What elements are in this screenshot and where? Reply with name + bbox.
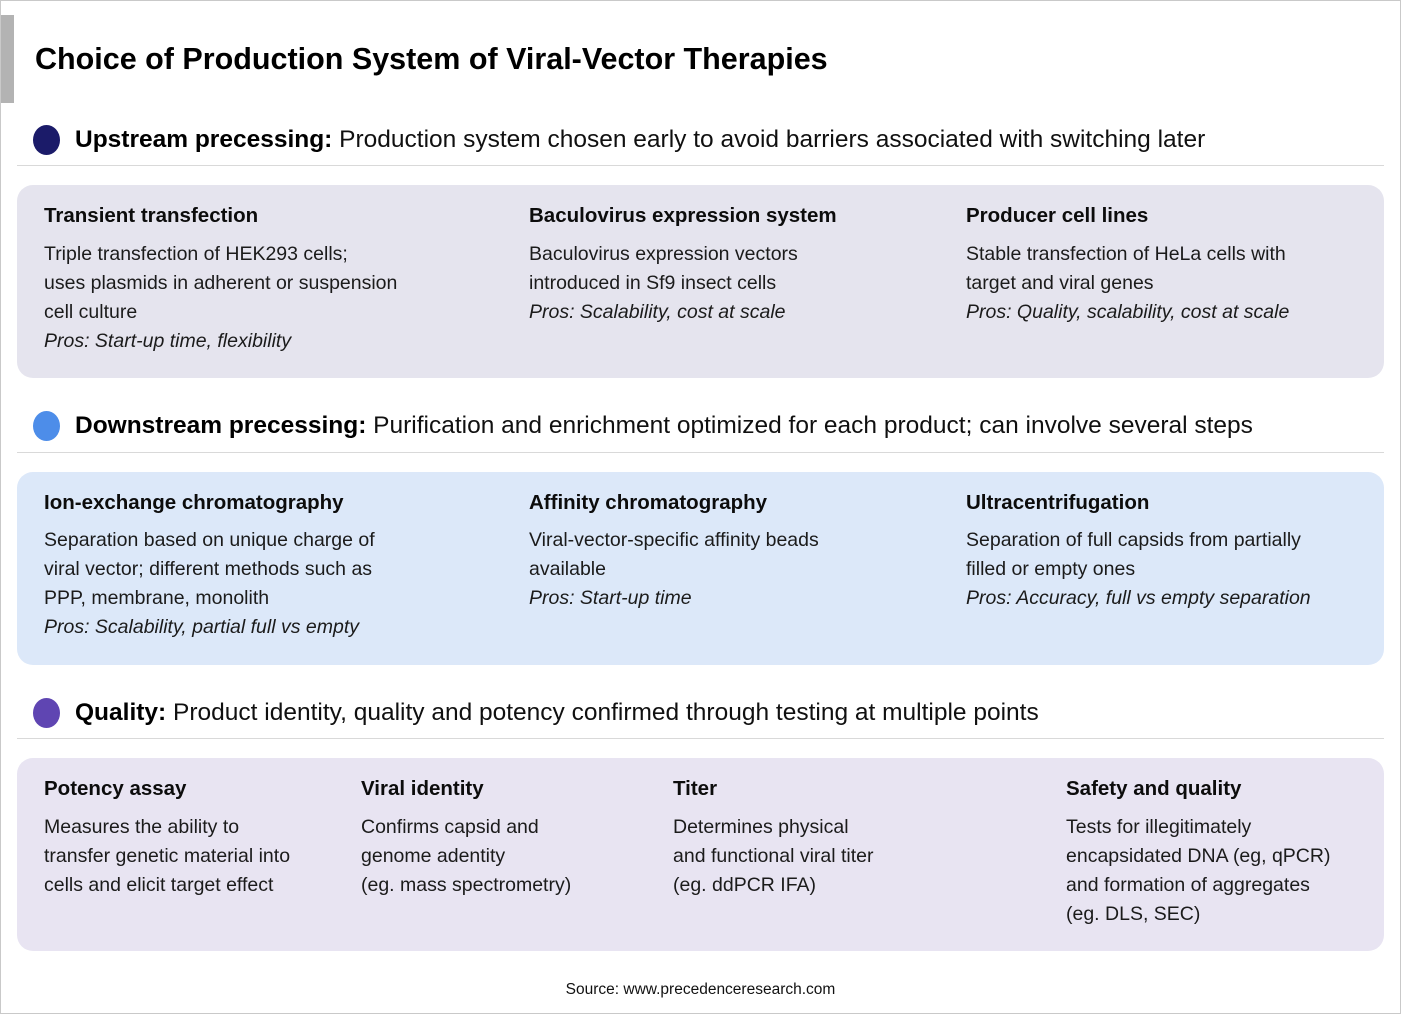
card-body: Separation based on unique charge of vir… [44, 529, 375, 610]
section-title-upstream: Upstream precessing: Production system c… [75, 125, 1205, 156]
card-body: Tests for illegitimately encapsidated DN… [1066, 815, 1331, 925]
section-title-bold: Quality: [75, 698, 167, 726]
card-body: Baculovirus expression vectors introduce… [529, 242, 798, 294]
section-title-rest: Purification and enrichment optimized fo… [366, 412, 1253, 440]
card-body: Measures the ability to transfer genetic… [44, 815, 291, 896]
section-downstream: Downstream precessing: Purification and … [1, 411, 1400, 665]
card-pros: Pros: Scalability, partial full vs empty [44, 616, 359, 639]
section-title-downstream: Downstream precessing: Purification and … [75, 411, 1253, 442]
card-transient-transfection: Transient transfection Triple transfecti… [44, 203, 529, 356]
card-pros: Pros: Accuracy, full vs empty separation [966, 587, 1311, 610]
card-pros: Pros: Start-up time, flexibility [44, 330, 292, 352]
card-title: Potency assay [44, 777, 187, 801]
section-title-bold: Upstream precessing: [75, 125, 333, 153]
card-viral-identity: Viral identity Confirms capsid and genom… [361, 776, 673, 929]
section-title-quality: Quality: Product identity, quality and p… [75, 698, 1039, 729]
card-body: Triple transfection of HEK293 cells; use… [44, 242, 398, 323]
quality-panel: Potency assay Measures the ability to tr… [17, 758, 1384, 951]
card-pros: Pros: Scalability, cost at scale [529, 300, 786, 323]
card-pros: Pros: Quality, scalability, cost at scal… [966, 300, 1290, 323]
section-header-downstream: Downstream precessing: Purification and … [33, 411, 1368, 442]
card-titer: Titer Determines physical and functional… [673, 776, 1066, 929]
section-title-bold: Downstream precessing: [75, 412, 367, 440]
upstream-panel: Transient transfection Triple transfecti… [17, 185, 1384, 379]
section-header-upstream: Upstream precessing: Production system c… [33, 124, 1368, 156]
card-title: Ultracentrifugation [966, 490, 1150, 514]
section-header-quality: Quality: Product identity, quality and p… [33, 697, 1368, 729]
section-divider [17, 451, 1384, 453]
downstream-panel: Ion-exchange chromatography Separation b… [17, 471, 1384, 665]
section-upstream: Upstream precessing: Production system c… [1, 124, 1400, 379]
card-title: Viral identity [361, 777, 484, 801]
card-potency-assay: Potency assay Measures the ability to tr… [44, 776, 361, 929]
card-title: Baculovirus expression system [529, 204, 837, 228]
section-divider [17, 165, 1384, 167]
card-ion-exchange-chromatography: Ion-exchange chromatography Separation b… [44, 490, 529, 643]
card-title: Titer [673, 777, 718, 801]
section-quality: Quality: Product identity, quality and p… [1, 697, 1400, 951]
section-title-rest: Production system chosen early to avoid … [332, 125, 1206, 153]
card-body: Separation of full capsids from partiall… [966, 529, 1301, 581]
card-pros: Pros: Start-up time [529, 587, 692, 610]
card-baculovirus-expression: Baculovirus expression system Baculoviru… [529, 203, 966, 356]
card-body: Stable transfection of HeLa cells with t… [966, 242, 1286, 294]
card-body: Determines physical and functional viral… [673, 815, 874, 896]
card-title: Affinity chromatography [529, 490, 768, 514]
card-body: Viral-vector-specific affinity beads ava… [529, 529, 819, 581]
card-ultracentrifugation: Ultracentrifugation Separation of full c… [966, 490, 1354, 643]
accent-bar [1, 15, 14, 103]
section-divider [17, 738, 1384, 740]
card-title: Transient transfection [44, 204, 259, 228]
card-affinity-chromatography: Affinity chromatography Viral-vector-spe… [529, 490, 966, 643]
circle-bullet-icon [33, 697, 60, 728]
card-body: Confirms capsid and genome adentity (eg.… [361, 815, 572, 896]
card-title: Safety and quality [1066, 777, 1242, 801]
page-title: Choice of Production System of Viral-Vec… [35, 42, 828, 76]
circle-bullet-icon [33, 124, 60, 155]
source-attribution: Source: www.precedenceresearch.com [565, 980, 836, 998]
card-safety-and-quality: Safety and quality Tests for illegitimat… [1066, 776, 1354, 929]
card-producer-cell-lines: Producer cell lines Stable transfection … [966, 203, 1354, 356]
circle-bullet-icon [33, 411, 60, 442]
card-title: Ion-exchange chromatography [44, 490, 344, 514]
card-title: Producer cell lines [966, 204, 1149, 228]
section-title-rest: Product identity, quality and potency co… [166, 698, 1039, 726]
